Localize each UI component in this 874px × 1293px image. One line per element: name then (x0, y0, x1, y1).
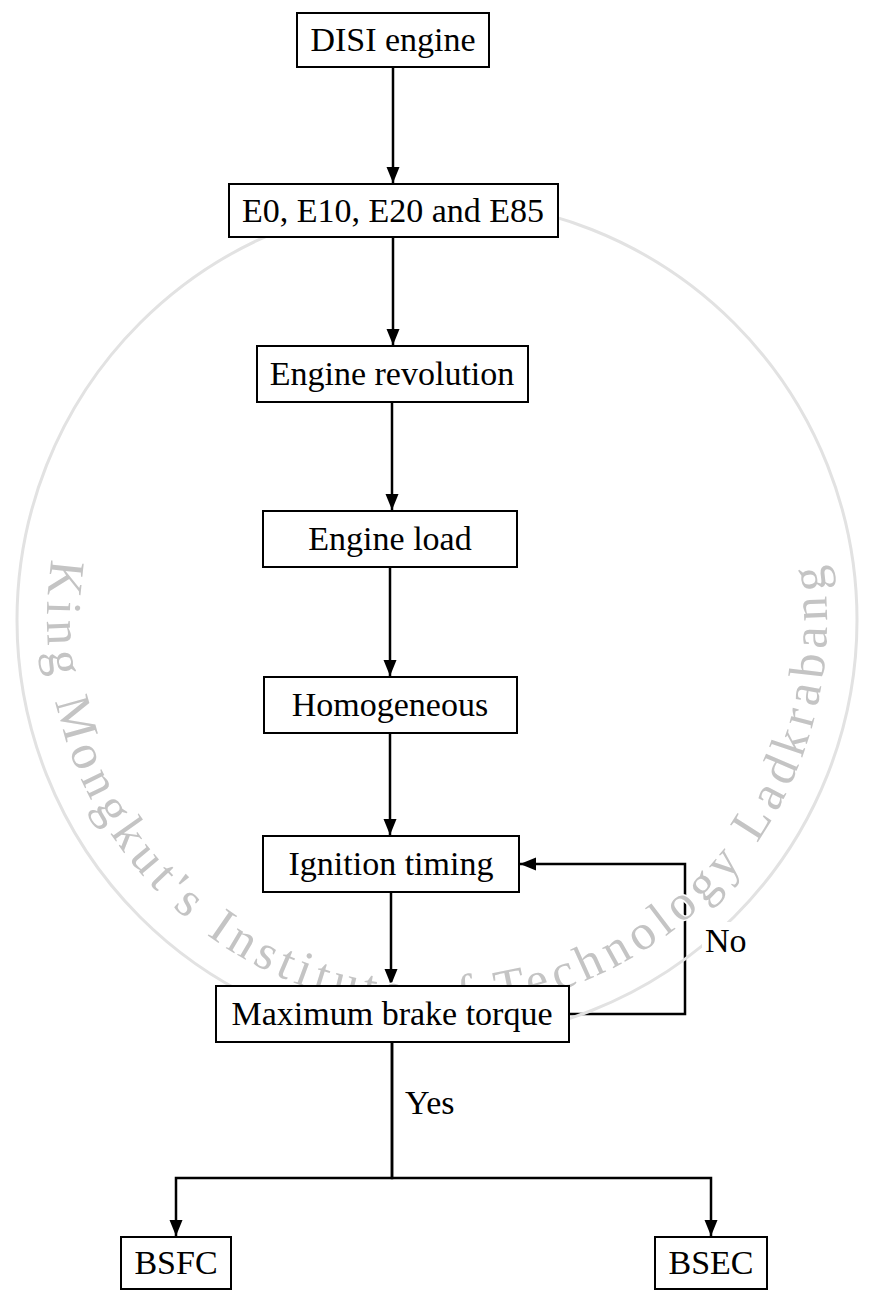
process-box: E0, E10, E20 and E85 (228, 183, 559, 238)
connector-line (392, 1043, 711, 1236)
arrow-head (520, 858, 536, 871)
box-text: Maximum brake torque (231, 994, 552, 1033)
box-text: DISI engine (310, 20, 475, 59)
process-box: BSFC (120, 1236, 232, 1290)
process-box: Maximum brake torque (215, 985, 570, 1043)
connector-line (391, 403, 394, 510)
box-text: BSEC (668, 1243, 753, 1282)
process-box: DISI engine (296, 12, 490, 68)
box-text: Homogeneous (292, 685, 488, 724)
flow-arrow (384, 568, 397, 676)
flow-arrow (386, 403, 399, 510)
box-text: Engine load (308, 519, 471, 558)
arrow-head (387, 167, 400, 183)
flow-arrow (387, 68, 400, 183)
flow-arrow (384, 734, 397, 835)
watermark-text: King Mongkut's Institute of Technology L… (36, 558, 839, 1021)
edge-label: Yes (402, 1084, 457, 1121)
arrow-head (170, 1220, 183, 1236)
arrow-head (387, 329, 400, 345)
process-box: BSEC (654, 1236, 768, 1290)
box-text: E0, E10, E20 and E85 (242, 191, 544, 230)
arrow-head (705, 1220, 718, 1236)
process-box: Engine load (262, 510, 518, 568)
connector-line (389, 568, 392, 676)
arrow-head (386, 494, 399, 510)
box-text: BSFC (134, 1243, 217, 1282)
process-box: Engine revolution (256, 345, 529, 403)
watermark-text: King Mongkut's Institute of Technology L… (36, 558, 839, 1021)
process-box: Ignition timing (262, 835, 520, 893)
connector-line (176, 1043, 392, 1236)
flow-arrow (392, 1043, 718, 1236)
seal-ring (17, 200, 857, 1040)
process-box: Homogeneous (263, 676, 518, 734)
flow-arrow (170, 1043, 393, 1236)
box-text: Ignition timing (289, 844, 494, 883)
flow-arrow (387, 238, 400, 345)
connector-line (392, 238, 395, 345)
arrow-head (384, 819, 397, 835)
arrow-head (384, 660, 397, 676)
box-text: Engine revolution (270, 354, 515, 393)
edge-label: No (702, 922, 750, 959)
connector-line (392, 68, 395, 183)
